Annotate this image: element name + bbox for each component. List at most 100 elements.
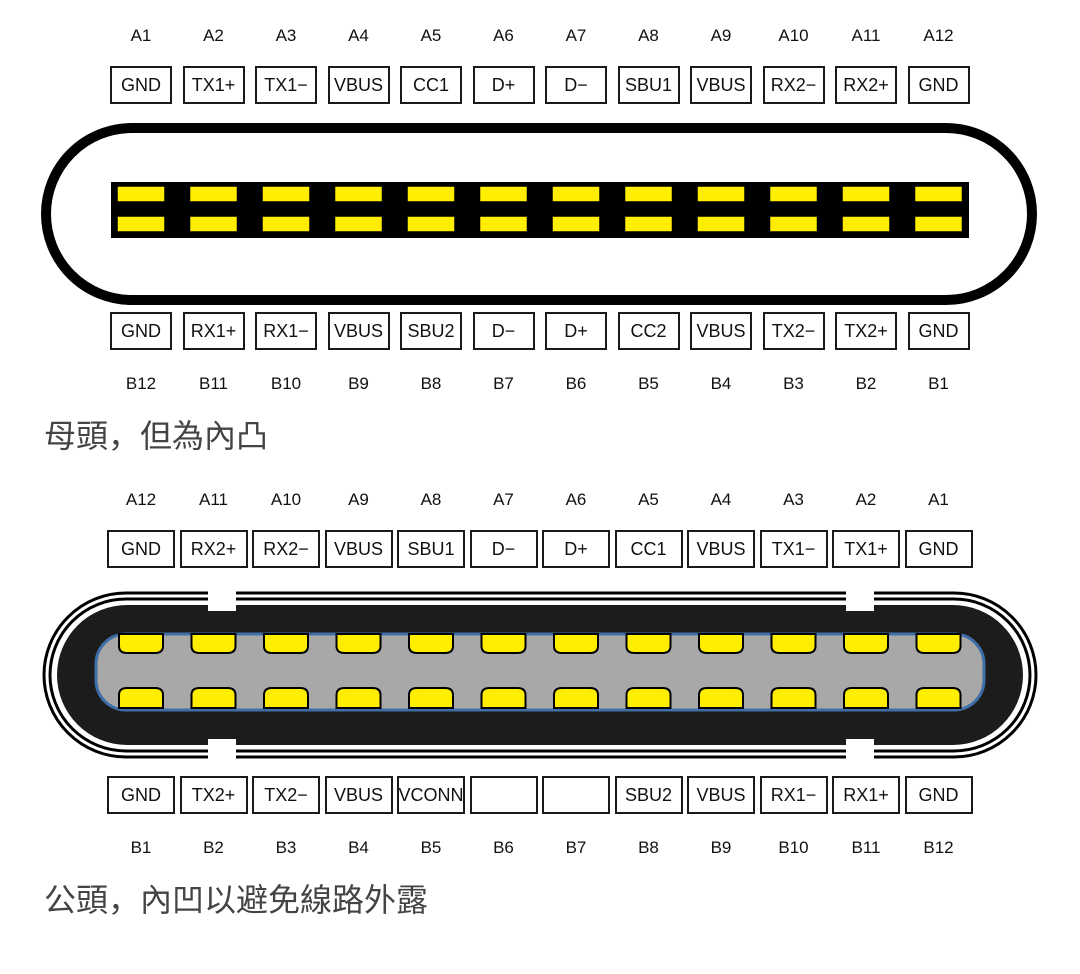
receptacle-pin-id: A1 — [130, 26, 152, 45]
receptacle-pin-id: A3 — [275, 26, 297, 45]
receptacle-pin-label: GND — [110, 66, 172, 104]
receptacle-pin-id: A8 — [638, 26, 659, 45]
receptacle-contact — [913, 215, 964, 233]
plug-pin-label — [542, 776, 610, 814]
plug-connector-graphic — [42, 591, 1038, 759]
plug-pin-id: A11 — [199, 490, 228, 509]
plug-contact — [553, 633, 599, 654]
receptacle-pin-label: RX2− — [762, 66, 825, 104]
plug-pin-label: SBU2 — [614, 776, 683, 814]
receptacle-contact — [188, 215, 239, 233]
plug-pin-label: TX2+ — [179, 776, 248, 814]
plug-pin-id: A9 — [348, 490, 369, 509]
plug-contact — [263, 687, 309, 709]
plug-contact — [263, 633, 309, 654]
plug-pin-id: B8 — [638, 838, 659, 857]
plug-pin-label: VBUS — [324, 530, 393, 568]
plug-contact — [915, 687, 962, 709]
plug-pin-label: RX2− — [252, 530, 320, 568]
plug-pin-label: D− — [469, 530, 538, 568]
receptacle-pin-id: B7 — [493, 374, 514, 393]
receptacle-pin-id: B9 — [348, 374, 369, 393]
receptacle-contact — [478, 215, 529, 233]
receptacle-pin-label: RX1+ — [182, 312, 245, 350]
plug-notch-top-right — [846, 591, 874, 611]
plug-pin-label: GND — [904, 776, 973, 814]
receptacle-pin-label: VBUS — [327, 312, 390, 350]
plug-contact — [408, 687, 454, 709]
receptacle-contacts — [116, 185, 964, 233]
plug-contact — [770, 687, 817, 709]
plug-contact — [625, 687, 672, 709]
plug-notch-bottom-right — [846, 739, 874, 759]
plug-pin-id: A6 — [565, 490, 587, 509]
receptacle-pin-id: B3 — [783, 374, 804, 393]
receptacle-pin-label: GND — [110, 312, 172, 350]
plug-pin-id: B2 — [203, 838, 224, 857]
receptacle-pin-label: VBUS — [690, 66, 752, 104]
plug-contacts — [118, 633, 962, 709]
receptacle-contact — [406, 185, 456, 203]
receptacle-contact — [333, 185, 384, 203]
plug-contact — [698, 687, 744, 709]
plug-pin-label: RX1− — [759, 776, 828, 814]
plug-tongue — [94, 632, 986, 712]
plug-contact — [190, 633, 237, 654]
plug-pin-label: CC1 — [614, 530, 683, 568]
plug-pin-id: B9 — [710, 838, 732, 857]
receptacle-contact — [696, 215, 746, 233]
receptacle-pin-id: B12 — [125, 374, 157, 393]
plug-pin-label: D+ — [542, 530, 610, 568]
plug-pin-id: A12 — [125, 490, 157, 509]
receptacle-contact — [768, 215, 819, 233]
plug-caption: 公頭，內凹以避免線路外露 — [44, 881, 429, 919]
receptacle-pin-id: A12 — [923, 26, 954, 45]
plug-pin-id: B10 — [778, 838, 809, 857]
plug-contact — [408, 633, 454, 654]
receptacle-contact — [333, 215, 384, 233]
plug-pin-label: SBU1 — [397, 530, 465, 568]
receptacle-pin-label: D+ — [472, 66, 535, 104]
receptacle-contact — [623, 215, 674, 233]
plug-contact — [843, 687, 889, 709]
receptacle-contact — [841, 185, 891, 203]
receptacle-pin-label: RX2+ — [835, 66, 897, 104]
receptacle-pin-id: B1 — [928, 374, 949, 393]
receptacle-pin-label: D− — [545, 66, 607, 104]
receptacle-pin-id: A6 — [493, 26, 514, 45]
plug-pin-label: GND — [107, 776, 175, 814]
plug-contact — [480, 687, 527, 709]
receptacle-pin-id: A7 — [565, 26, 587, 45]
receptacle-pin-id: B8 — [420, 374, 442, 393]
receptacle-pin-id: A5 — [420, 26, 442, 45]
receptacle-contact — [478, 185, 529, 203]
receptacle-contact — [768, 185, 819, 203]
plug-contact — [118, 687, 164, 709]
plug-pin-id: A5 — [638, 490, 659, 509]
receptacle-pin-id: B2 — [855, 374, 877, 393]
plug-pin-id: B6 — [493, 838, 514, 857]
receptacle-contact — [116, 185, 166, 203]
receptacle-contact — [551, 215, 601, 233]
receptacle-pin-label: TX1+ — [182, 66, 245, 104]
plug-pin-label: TX1+ — [832, 530, 900, 568]
receptacle-pin-label: SBU2 — [400, 312, 462, 350]
plug-pin-id: A4 — [710, 490, 732, 509]
plug-contact — [480, 633, 527, 654]
receptacle-pin-label: D− — [472, 312, 535, 350]
plug-pin-label: TX2− — [252, 776, 320, 814]
plug-pin-id: A3 — [783, 490, 804, 509]
plug-contact — [770, 633, 817, 654]
plug-pin-label: VCONN — [397, 776, 465, 814]
receptacle-caption: 母頭，但為內凸 — [44, 417, 269, 455]
receptacle-pin-id: A4 — [348, 26, 369, 45]
receptacle-pin-label: SBU1 — [617, 66, 680, 104]
plug-notch-bottom-left — [208, 739, 236, 759]
plug-pin-label: VBUS — [324, 776, 393, 814]
plug-contact — [698, 633, 744, 654]
receptacle-contact — [261, 215, 311, 233]
plug-pin-id: B12 — [923, 838, 954, 857]
plug-pin-id: A2 — [855, 490, 877, 509]
receptacle-contact — [913, 185, 964, 203]
